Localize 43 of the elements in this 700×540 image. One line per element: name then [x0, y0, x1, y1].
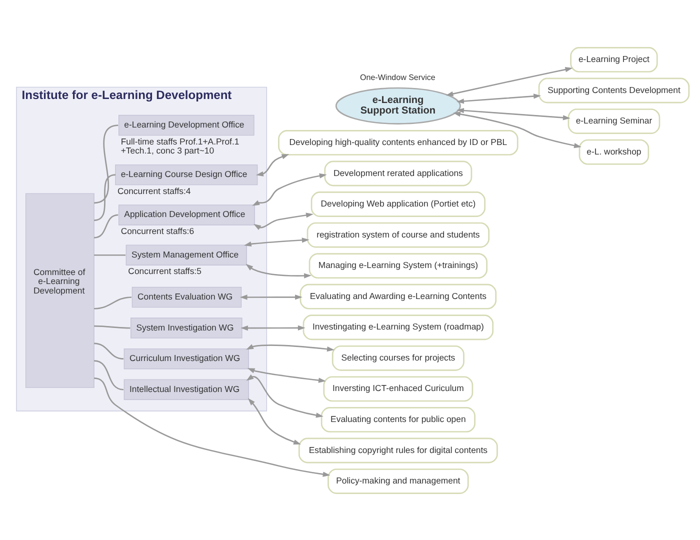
- connector: [94, 174, 116, 220]
- node-box: Investingating e-Learning System (roadmap): [302, 314, 494, 340]
- node-box: e-Learning Project: [570, 46, 658, 72]
- arrow: [254, 212, 314, 230]
- connector: [94, 342, 124, 359]
- node-box: Developing high-quality contents enhanced by ID or PBL: [278, 129, 518, 155]
- node-box: Evaluating and Awarding e-Learning Contents: [300, 283, 497, 309]
- node-box: Development rerated applications: [324, 160, 472, 186]
- node-label: Concurrent staffs:6: [120, 225, 194, 236]
- node-label: Concurrent staffs:5: [128, 266, 202, 276]
- connector: [94, 296, 132, 309]
- node-box: Selecting courses for projects: [332, 344, 464, 370]
- node-box: Inversting ICT-enhaced Curiculum: [323, 376, 474, 402]
- node-box: e-Learning Seminar: [568, 108, 660, 134]
- node-box: Establishing copyright rules for digital contents: [298, 437, 498, 463]
- node-box: Managing e-Learning System (+trainings): [308, 252, 488, 278]
- connector: [94, 214, 118, 238]
- node-box: Evaluating contents for public open: [320, 406, 476, 432]
- node-box: registration system of course and students: [306, 222, 490, 248]
- node-box: e-L. workshop: [578, 138, 650, 164]
- node-label: Concurrent staffs:4: [117, 185, 191, 196]
- arrow: [246, 344, 334, 352]
- connector: [94, 324, 130, 328]
- connector: [94, 360, 124, 390]
- arrow: [240, 294, 302, 300]
- arrow: [456, 107, 570, 120]
- connector: [94, 254, 126, 256]
- arrow: [246, 374, 324, 418]
- arrow: [256, 154, 290, 176]
- arrow: [246, 263, 312, 278]
- arrow: [244, 237, 310, 246]
- arrow: [456, 93, 541, 104]
- node-box: Developing Web application (Portiet etc): [310, 191, 486, 216]
- arrow: [446, 66, 573, 96]
- arrow: [252, 172, 327, 206]
- node-label: Full-time staffs Prof.1+A.Prof.1 +Tech.1, conc 3 part~10: [120, 136, 240, 156]
- arrow: [248, 398, 301, 444]
- connector: [94, 124, 118, 204]
- arrow: [240, 324, 306, 330]
- arrow: [247, 368, 326, 382]
- node-box: Supporting Contents Development: [538, 77, 690, 103]
- node-box: Policy-making and management: [328, 468, 469, 494]
- arrow: [453, 111, 582, 148]
